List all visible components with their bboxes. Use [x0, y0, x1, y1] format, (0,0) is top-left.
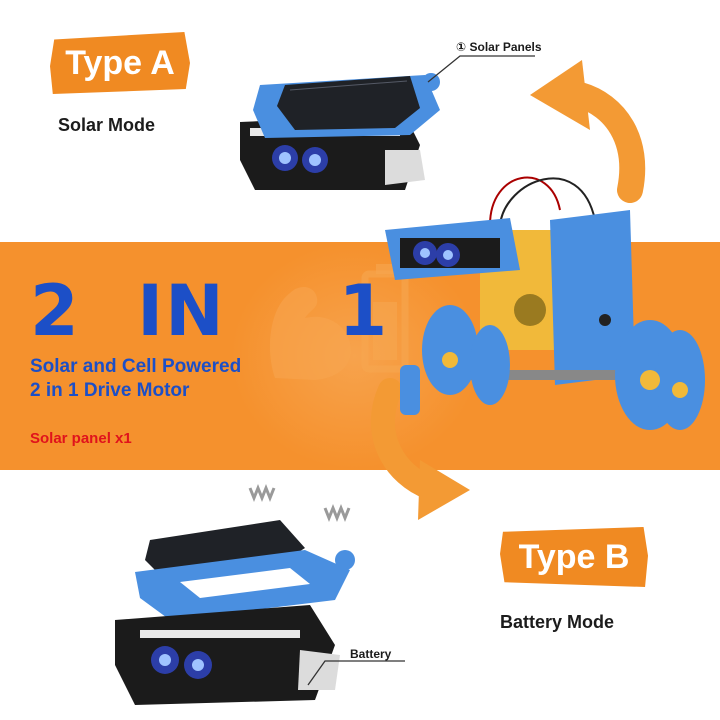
callout-line: [307, 660, 405, 686]
curved-arrow-icon: [370, 378, 470, 520]
solar-module-illustration: [240, 73, 440, 190]
battery-module-illustration: [115, 483, 355, 705]
battery-icon: [361, 264, 409, 373]
muscle-arm-icon: [270, 286, 351, 380]
robot-illustration: [385, 176, 705, 430]
solar-mode-label: Solar Mode: [58, 115, 156, 135]
type-a-tag: Type A: [50, 32, 190, 94]
solar-panel-count: Solar panel x1: [30, 430, 132, 447]
subtitle-line-1: Solar and Cell Powered: [30, 356, 242, 377]
solar-panels-callout: ① Solar Panels: [456, 40, 542, 54]
headline-2-in-1: 2 IN 1: [30, 270, 390, 352]
battery-callout: Battery: [350, 647, 392, 661]
callout-line: [427, 55, 535, 83]
curved-arrow-icon: [530, 60, 646, 203]
battery-mode-label: Battery Mode: [500, 612, 615, 632]
subtitle-line-2: 2 in 1 Drive Motor: [30, 380, 190, 401]
type-b-tag: Type B: [500, 527, 648, 587]
